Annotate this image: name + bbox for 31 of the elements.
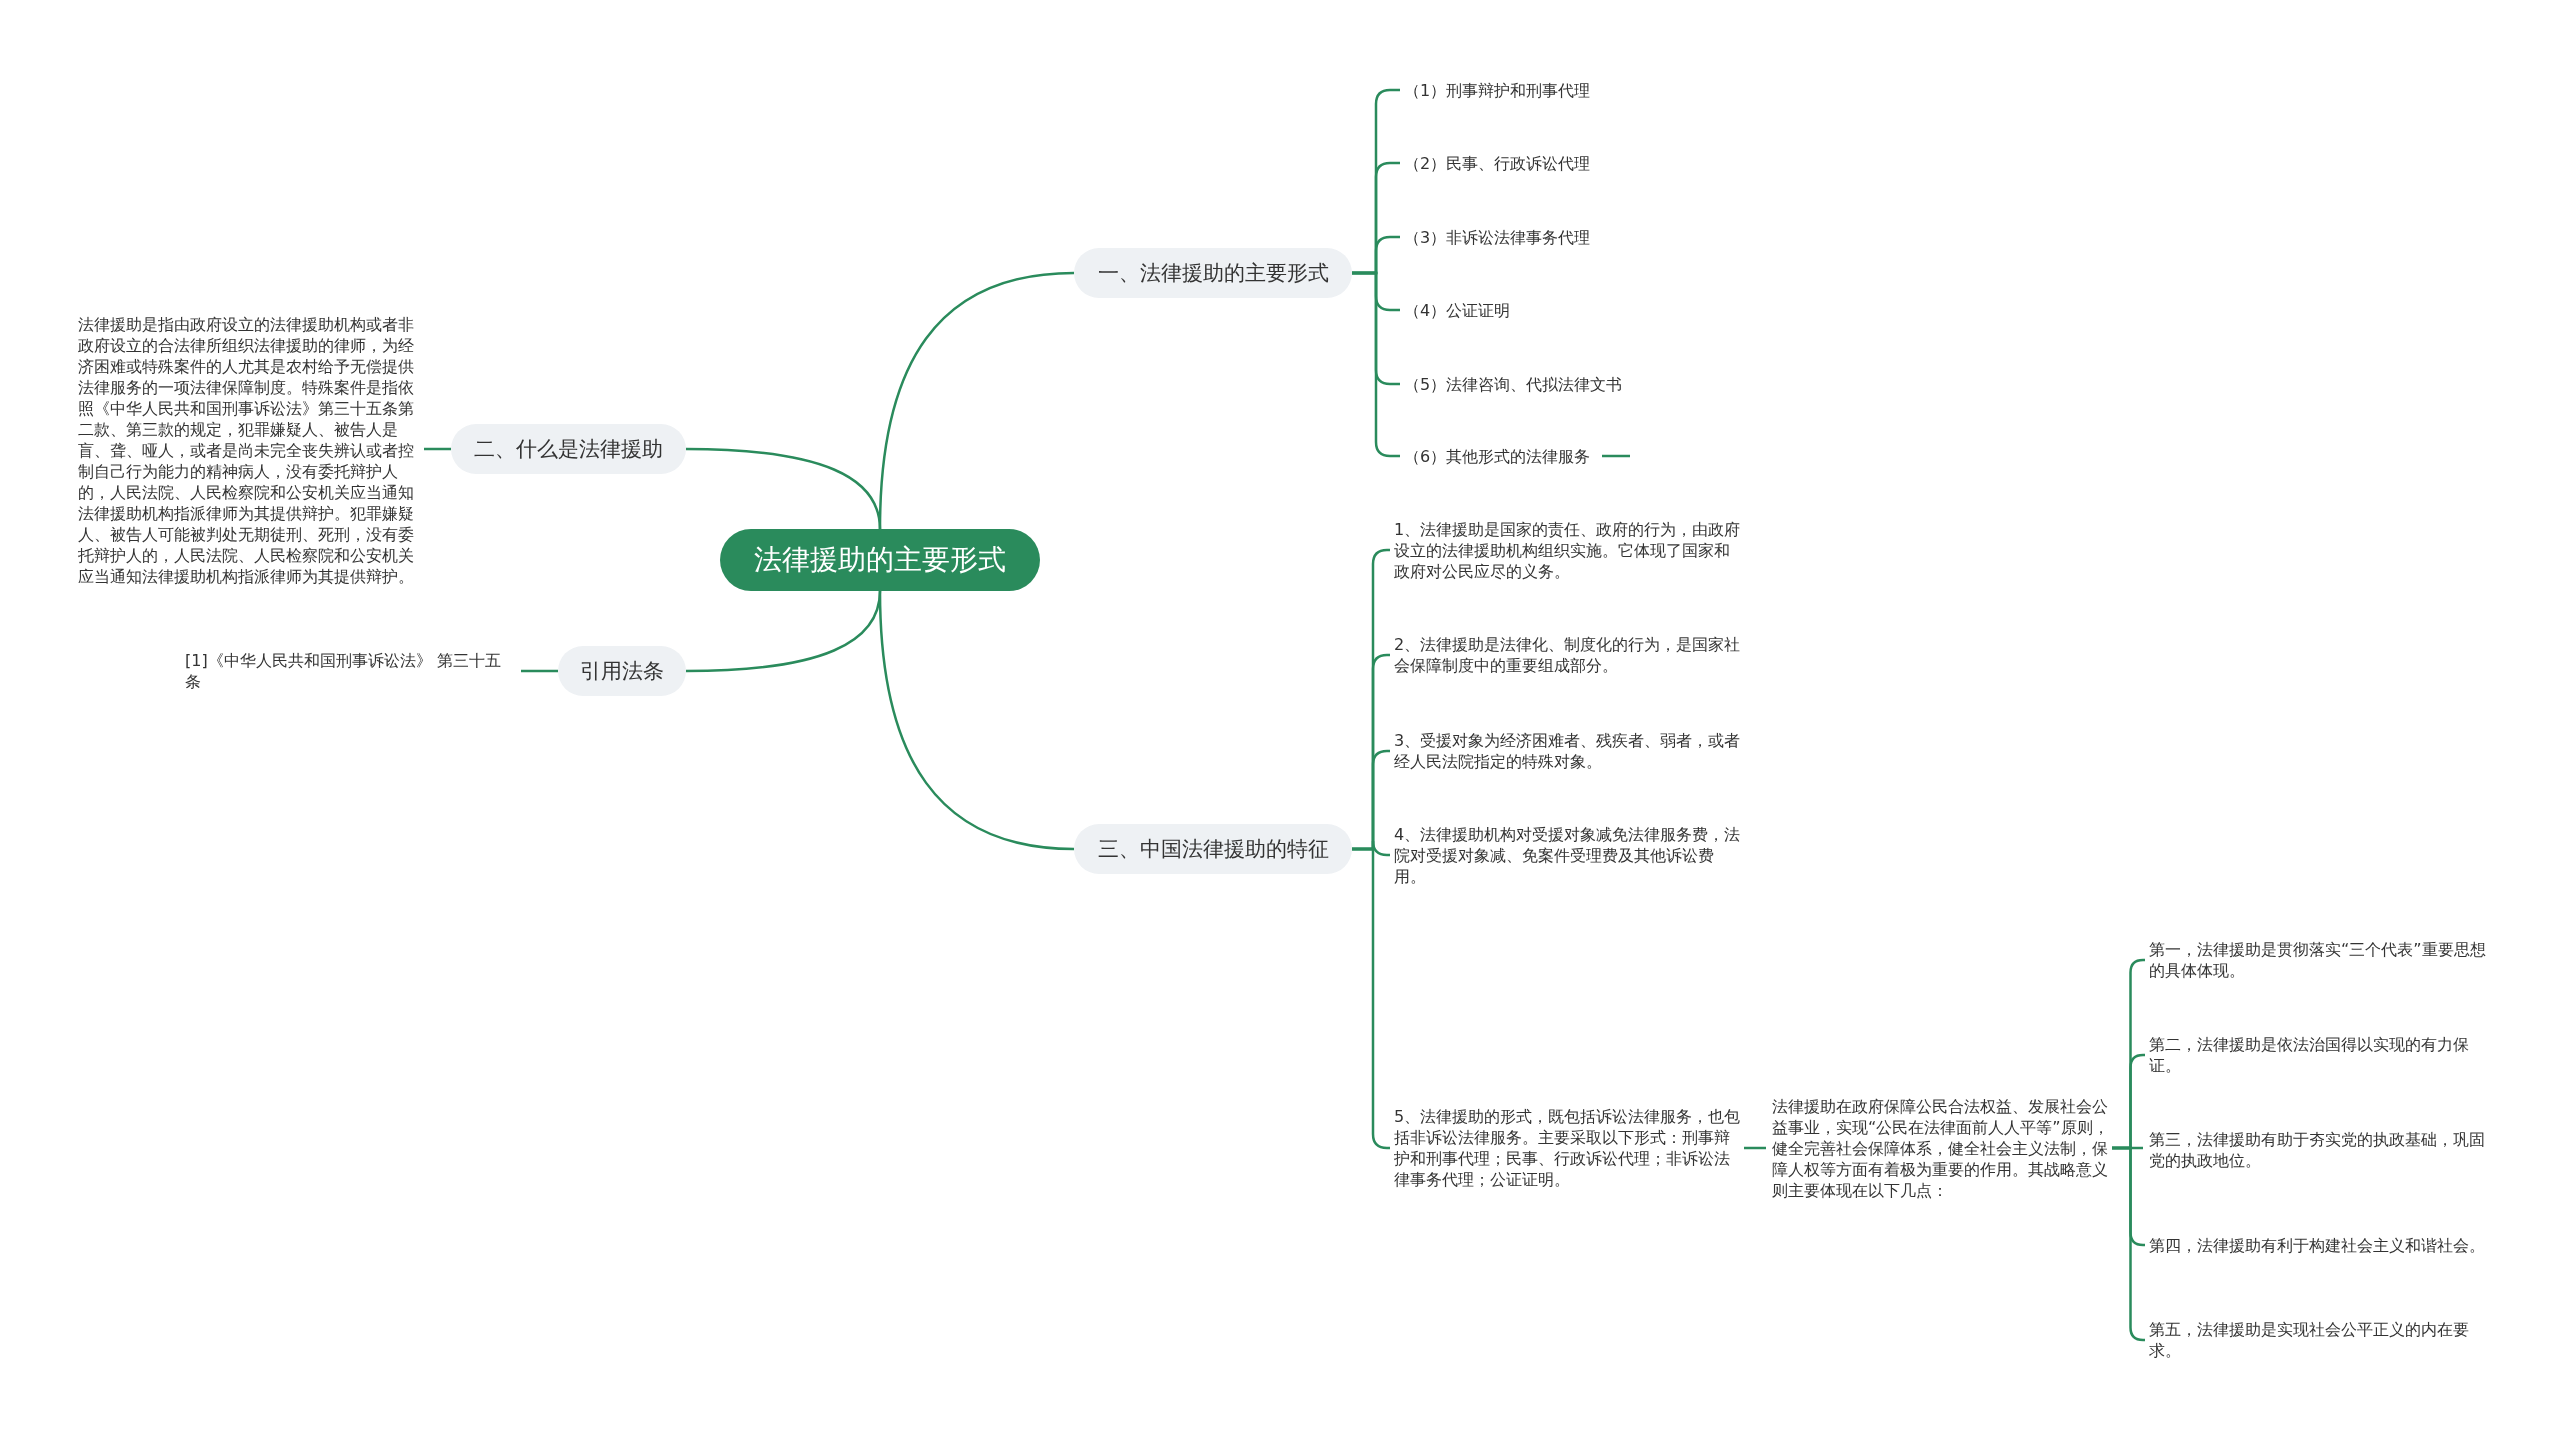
topic-text: 第五，法律援助是实现社会公平正义的内在要求。	[2149, 1319, 2470, 1361]
topic-text: 法律援助是指由政府设立的法律援助机构或者非政府设立的合法律所组织法律援助的律师，为经济困难或特殊案件的人尤其是农村给予无偿提供法律服务的一项法律保障制度。特殊案件是指依照《中华人民共和国刑事诉讼法》第三十五条第二款、第三款的规定，犯罪嫌疑人、被告人是盲、聋、哑人，或者是尚未完全丧失辨认或者控制自己行为能力的精神病人，没有委托辩护人的，人民法院、人民检察院和公安机关应当通知法律援助机构指派律师为其提供辩护。犯罪嫌疑人、被告人可能被判处无期徒刑、死刑，没有委托辩护人的，人民法院、人民检察院和公安机关应当通知法律援助机构指派律师为其提供辩护。	[78, 313, 415, 587]
connector-line	[2112, 1146, 2145, 1342]
topic-text: （2）民事、行政诉讼代理	[1404, 152, 1591, 174]
connector-line	[878, 590, 1075, 851]
topic-text: 第一，法律援助是贯彻落实“三个代表”重要思想的具体体现。	[2149, 939, 2487, 981]
topic-box: 一、法律援助的主要形式	[1074, 248, 1352, 298]
topic-text: 第二，法律援助是依法治国得以实现的有力保证。	[2149, 1034, 2470, 1076]
topic-text: [1]《中华人民共和国刑事诉讼法》 第三十五条	[185, 650, 502, 692]
topic-text: （3）非诉讼法律事务代理	[1404, 226, 1591, 248]
connector-line	[521, 669, 558, 673]
connector-line	[685, 447, 882, 530]
topic-text: （1）刑事辩护和刑事代理	[1404, 79, 1591, 101]
topic-text: 4、法律援助机构对受援对象减免法律服务费，法院对受援对象减、免案件受理费及其他诉讼费用。	[1394, 823, 1742, 887]
topic-text: 3、受援对象为经济困难者、残疾者、弱者，或者经人民法院指定的特殊对象。	[1394, 730, 1742, 772]
connector-line	[1602, 454, 1630, 458]
topic-box: 三、中国法律援助的特征	[1074, 824, 1352, 874]
connector-line	[1744, 1146, 1766, 1150]
topic-text: 法律援助在政府保障公民合法权益、发展社会公益事业，实现“公民在法律面前人人平等”原则，健全完善社会保障体系，健全社会主义法制，保障人权等方面有着极为重要的作用。其战略意义则主要体现在以下几点：	[1772, 1095, 2110, 1201]
topic-text: 2、法律援助是法律化、制度化的行为，是国家社会保障制度中的重要组成部分。	[1394, 634, 1742, 676]
topic-text: 1、法律援助是国家的责任、政府的行为，由政府设立的法律援助机构组织实施。它体现了国家和政府对公民应尽的义务。	[1394, 518, 1742, 582]
connector-line	[424, 447, 451, 451]
root-topic: 法律援助的主要形式	[720, 529, 1040, 591]
topic-text: 第三，法律援助有助于夯实党的执政基础，巩固党的执政地位。	[2149, 1129, 2486, 1171]
topic-text: 5、法律援助的形式，既包括诉讼法律服务，也包括非诉讼法律服务。主要采取以下形式：刑事辩护和刑事代理；民事、行政诉讼代理；非诉讼法律事务代理；公证证明。	[1394, 1106, 1742, 1190]
topic-box: 引用法条	[558, 646, 686, 696]
topic-text: （5）法律咨询、代拟法律文书	[1404, 373, 1623, 395]
topic-text: （4）公证证明	[1404, 299, 1511, 321]
topic-text: （6）其他形式的法律服务	[1404, 445, 1591, 467]
topic-text: 第四，法律援助有利于构建社会主义和谐社会。	[2149, 1234, 2485, 1256]
topic-box: 二、什么是法律援助	[451, 424, 686, 474]
